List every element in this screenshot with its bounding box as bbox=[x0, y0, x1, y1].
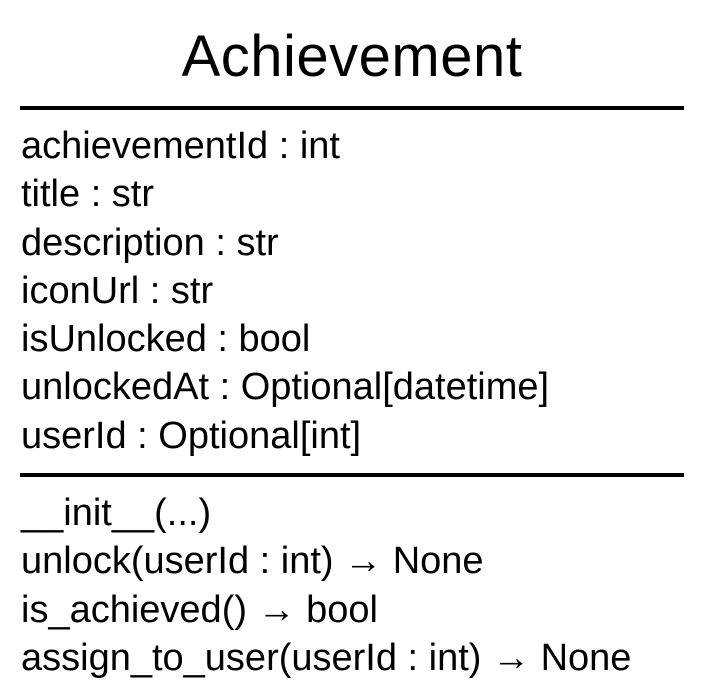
name-attributes-divider bbox=[20, 106, 684, 110]
method-is-achieved: is_achieved() → bool bbox=[21, 588, 378, 631]
attribute-description: description : str bbox=[21, 221, 279, 264]
method-assign-to-user: assign_to_user(userId : int) → None bbox=[21, 636, 632, 679]
method-unlock: unlock(userId : int) → None bbox=[21, 540, 484, 583]
method-init: __init__(...) bbox=[21, 492, 212, 534]
attribute-icon-url: iconUrl : str bbox=[21, 269, 214, 312]
attribute-achievement-id: achievementId : int bbox=[21, 125, 340, 167]
attribute-user-id: userId : Optional[int] bbox=[21, 414, 362, 457]
attributes-methods-divider bbox=[20, 473, 684, 477]
attributes-list: achievementId : int title : str descript… bbox=[21, 122, 549, 460]
attribute-is-unlocked: isUnlocked : bool bbox=[21, 318, 311, 361]
attribute-title: title : str bbox=[21, 173, 155, 216]
methods-list: __init__(...) unlock(userId : int) → Non… bbox=[21, 489, 631, 682]
class-name: Achievement bbox=[181, 24, 523, 89]
attribute-unlocked-at: unlockedAt : Optional[datetime] bbox=[21, 366, 550, 409]
